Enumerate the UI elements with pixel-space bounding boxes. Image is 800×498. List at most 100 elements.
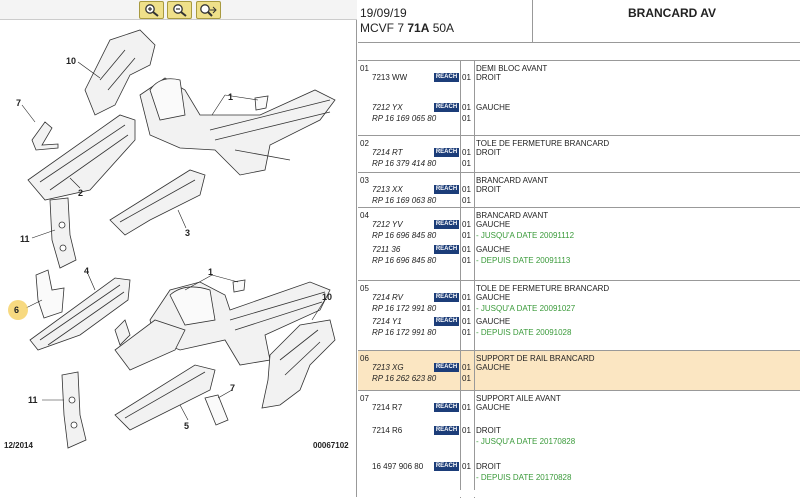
part-line[interactable]: - DEPUIS DATE 20170828 [358,472,800,483]
part-description: DROIT [476,185,501,194]
quantity: 01 [462,256,471,265]
reach-badge: REACH [434,185,459,194]
quantity: 01 [462,403,471,412]
callout-1-top[interactable]: 1 [228,92,233,102]
part-description: BRANCARD AVANT [476,176,549,185]
part-line[interactable]: SUPPORT DE RAIL BRANCARD [358,353,800,364]
reach-badge: REACH [434,363,459,372]
part-reference[interactable]: RP 16 172 991 80 [372,328,437,337]
part-description: GAUCHE [476,317,511,326]
part-description: SUPPORT AILE AVANT [476,394,561,403]
part-reference[interactable]: RP 16 696 845 80 [372,231,437,240]
part-description: DROIT [476,148,501,157]
part-reference[interactable]: RP 16 379 414 80 [372,159,437,168]
part-reference[interactable]: 7213 XG [372,363,404,372]
zoom-in-button[interactable] [139,1,164,19]
part-reference[interactable]: 16 497 906 80 [372,462,424,471]
part-description: GAUCHE [476,220,511,229]
quantity: 01 [462,317,471,326]
part-reference[interactable]: 7214 R7 [372,403,403,412]
callout-5[interactable]: 5 [184,421,189,431]
part-reference[interactable]: RP 16 262 623 80 [372,374,437,383]
callout-1-bottom[interactable]: 1 [208,267,213,277]
callout-7-top[interactable]: 7 [16,98,21,108]
part-reference[interactable]: RP 16 169 063 80 [372,196,437,205]
part-line[interactable]: TOLE DE FERMETURE BRANCARD [358,138,800,149]
part-reference[interactable]: RP 16 696 845 80 [372,256,437,265]
part-reference[interactable]: 7214 Y1 [372,317,402,326]
callout-7-bottom[interactable]: 7 [230,383,235,393]
part-line[interactable]: DEMI BLOC AVANT [358,63,800,74]
part-reference[interactable]: RP 16 172 991 80 [372,304,437,313]
callout-2[interactable]: 2 [78,188,83,198]
callout-10-top[interactable]: 10 [66,56,76,66]
column-divider [460,391,461,498]
callout-11-bottom[interactable]: 11 [28,395,38,405]
callout-11-top[interactable]: 11 [20,234,30,244]
part-line[interactable]: SUPPORT AILE AVANT [358,393,800,404]
part-reference[interactable]: RP 16 169 065 80 [372,114,437,123]
part-line[interactable] [358,91,800,102]
part-reference[interactable]: 7213 XX [372,185,403,194]
part-reference[interactable]: 7212 YX [372,103,403,112]
parts-header: 19/09/19 MCVF 7 71A 50A BRANCARD AV [358,0,800,43]
part-description: TOLE DE FERMETURE BRANCARD [476,284,610,293]
group-number: 05 [360,284,369,293]
part-reference[interactable]: 7213 WW [372,73,408,82]
zoom-out-button[interactable] [167,1,192,19]
reach-badge: REACH [434,220,459,229]
callout-10-bottom[interactable]: 10 [322,292,332,302]
quantity: 01 [462,293,471,302]
model-prefix: MCVF 7 [360,21,408,35]
part-reference[interactable]: 7212 YV [372,220,403,229]
header-divider [532,0,533,43]
part-reference[interactable]: 7214 RT [372,148,403,157]
reach-badge: REACH [434,293,459,302]
part-reference[interactable]: 7214 R6 [372,426,403,435]
callout-6[interactable]: 6 [14,305,19,315]
part-reference[interactable]: 7214 RV [372,293,403,302]
part-description: GAUCHE [476,363,511,372]
part-line[interactable]: - JUSQU'A DATE 20170828 [358,436,800,447]
part-line[interactable]: BRANCARD AVANT [358,175,800,186]
callout-3[interactable]: 3 [185,228,190,238]
page-title: BRANCARD AV [628,6,716,20]
part-group[interactable]: 05 TOLE DE FERMETURE BRANCARD 7214 RV REACH… [358,280,800,351]
part-line[interactable]: BRANCARD AVANT [358,210,800,221]
zoom-fit-button[interactable] [196,1,221,19]
part-reference[interactable]: 7211 36 [372,245,401,254]
quantity: 01 [462,426,471,435]
diagram-toolbar [0,0,357,20]
column-divider [460,173,461,208]
part-line[interactable]: TOLE DE FERMETURE BRANCARD [358,283,800,294]
part-description: DROIT [476,462,501,471]
callout-4[interactable]: 4 [84,266,89,276]
